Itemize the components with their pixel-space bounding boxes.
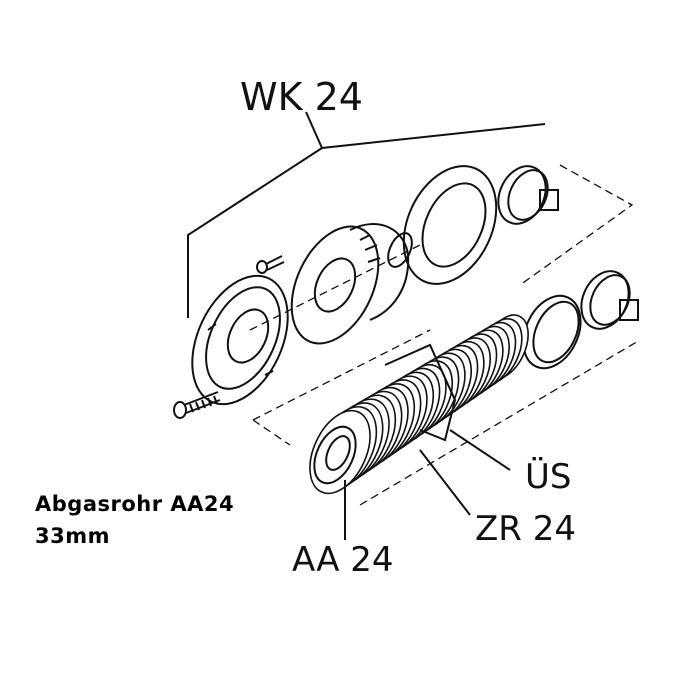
hose-clamp-lower (580, 270, 639, 330)
hose-clamp-upper (497, 165, 559, 225)
clip-ring (522, 294, 582, 370)
sealing-ring-plate (402, 165, 498, 285)
wall-flange (290, 223, 413, 345)
assembly-dashed-lines (249, 164, 641, 506)
label-aa24: AA 24 (292, 540, 394, 580)
pipe-ends (313, 343, 457, 485)
caption-size: 33mm (35, 524, 110, 548)
caption-title: Abgasrohr AA24 (35, 492, 235, 516)
label-wk24: WK 24 (240, 75, 363, 119)
long-screw-icon (173, 391, 221, 419)
label-zr24: ZR 24 (475, 509, 576, 549)
cover-plate (191, 274, 289, 406)
small-screw-icon (256, 255, 285, 274)
leader-lines (344, 429, 511, 540)
label-us: ÜS (525, 457, 572, 497)
exhaust-pipe-corrugated (309, 314, 529, 495)
pipe-rib (309, 409, 371, 495)
wk24-bracket (187, 111, 546, 318)
